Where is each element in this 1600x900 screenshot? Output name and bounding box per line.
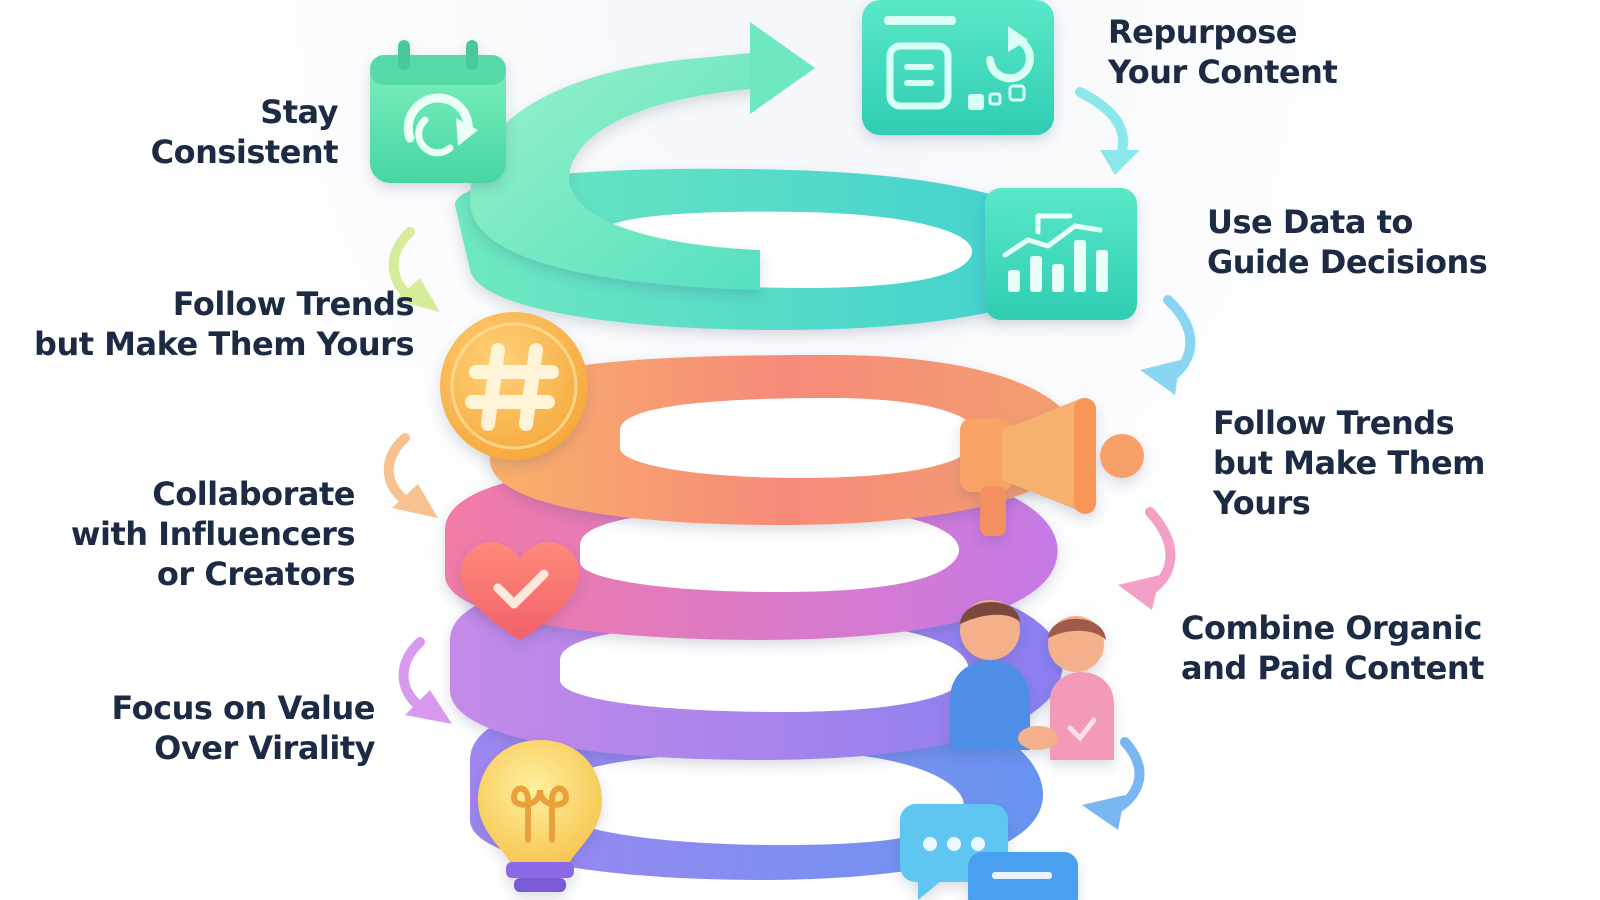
chat-bubbles-icon xyxy=(900,804,1078,900)
flow-arrow-3 xyxy=(1118,507,1176,610)
step-follow-trends-left-label: Follow Trends but Make Them Yours xyxy=(34,285,414,363)
flow-arrow-7 xyxy=(398,637,452,724)
step-use-data-label: Use Data to Guide Decisions xyxy=(1207,203,1488,281)
hashtag-icon xyxy=(440,312,588,460)
spiral-band-top xyxy=(470,52,760,290)
spiral-band-purple-inner xyxy=(560,622,969,712)
flow-arrow-5 xyxy=(388,227,440,312)
step-focus-value-label: Focus on Value Over Virality xyxy=(111,689,376,767)
megaphone-icon xyxy=(960,398,1144,536)
flow-arrow-6 xyxy=(383,433,438,518)
step-combine-organic-paid-label: Combine Organic and Paid Content xyxy=(1181,609,1484,687)
calendar-refresh-icon xyxy=(370,40,506,183)
heart-check-icon xyxy=(460,542,580,640)
step-stay-consistent-label: Stay Consistent xyxy=(150,93,339,171)
step-repurpose-content-label: Repurpose Your Content xyxy=(1108,13,1338,91)
bar-chart-icon xyxy=(985,188,1137,320)
spiral-band-orange-inner xyxy=(620,398,978,478)
spiral-band-blue-inner xyxy=(560,752,964,845)
content-recycle-icon xyxy=(862,0,1054,135)
spiral-band-pink-inner xyxy=(580,508,960,592)
flow-arrow-2 xyxy=(1140,295,1196,395)
top-arrow-head xyxy=(750,22,815,114)
flow-arrow-1 xyxy=(1075,87,1140,175)
step-collaborate-label: Collaborate with Influencers or Creators xyxy=(70,475,356,593)
lightbulb-icon xyxy=(478,740,602,892)
handshake-people-icon xyxy=(950,600,1114,760)
step-follow-trends-right-label: Follow Trends but Make Them Yours xyxy=(1213,404,1485,522)
flow-arrow-4 xyxy=(1082,737,1145,830)
